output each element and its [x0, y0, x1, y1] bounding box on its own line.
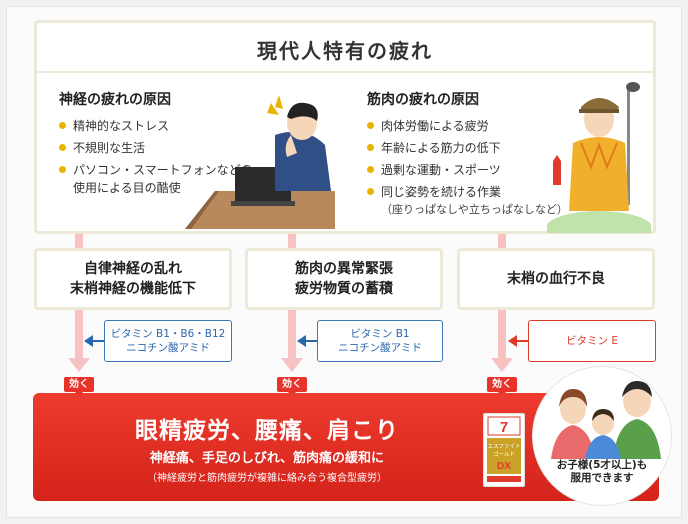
product-name: DX — [497, 461, 511, 472]
product-package-icon: 7 エスファイト ゴールド DX — [487, 416, 521, 482]
list-item: 不規則な生活 — [59, 139, 299, 157]
product-package: 7 エスファイト ゴールド DX — [483, 413, 525, 487]
down-arrow-icon — [68, 358, 90, 372]
box-line: 疲労物質の蓄積 — [295, 281, 393, 297]
vitamin-line: ビタミン B1 — [350, 328, 410, 340]
list-item: 年齢による筋力の低下 — [367, 139, 587, 157]
arrow-left-icon — [84, 335, 93, 347]
family-line: お子様(5才以上)も — [556, 459, 648, 471]
arrow-line — [516, 340, 528, 342]
family-line: 服用できます — [570, 472, 634, 484]
muscle-causes-title: 筋肉の疲れの原因 — [367, 92, 479, 108]
product-name: ゴールド — [493, 450, 515, 458]
box-line: 末梢神経の機能低下 — [70, 281, 196, 297]
muscle-effect-box: 筋肉の異常緊張 疲労物質の蓄積 — [245, 248, 443, 310]
list-item: 肉体労働による疲労 — [367, 117, 587, 135]
down-arrow-icon — [281, 358, 303, 372]
effect-label: 効く — [277, 377, 307, 397]
product-number: 7 — [500, 419, 508, 436]
connector — [75, 234, 83, 248]
vitamin-line: ビタミン E — [566, 335, 618, 347]
arrow-line — [92, 340, 104, 342]
list-item: パソコン・スマートフォンなどの — [59, 161, 299, 179]
arrow-line — [305, 340, 317, 342]
nerve-item-continued: 使用による目の酷使 — [73, 181, 181, 195]
connector — [498, 310, 506, 360]
causes-panel: 現代人特有の疲れ 神経の疲れの原因 精神的なストレス 不規則な生活 パソコン・ス… — [34, 20, 656, 234]
list-item: 精神的なストレス — [59, 117, 299, 135]
down-arrow-icon — [491, 358, 513, 372]
vitamin-box-circulation: ビタミン E — [528, 320, 656, 362]
muscle-causes-note: （座りっぱなしや立ちっぱなしなど） — [381, 203, 568, 216]
arrow-left-icon — [297, 335, 306, 347]
list-item: 同じ姿勢を続ける作業 — [367, 183, 587, 201]
effect-label: 効く — [64, 377, 94, 397]
page-title: 現代人特有の疲れ — [257, 39, 433, 63]
nerve-causes-title: 神経の疲れの原因 — [59, 92, 171, 108]
connector — [288, 234, 296, 248]
family-text: お子様(5才以上)も 服用できます — [533, 459, 671, 485]
connector — [288, 310, 296, 360]
connector — [75, 310, 83, 360]
tired-office-worker-illustration — [185, 95, 335, 229]
result-sub-text: 神経痛、手足のしびれ、筋肉痛の緩和に — [149, 451, 385, 466]
vitamin-line: ビタミン B1・B6・B12 — [110, 328, 226, 340]
box-line: 筋肉の異常緊張 — [295, 261, 393, 277]
box-line: 自律神経の乱れ — [84, 261, 182, 277]
effect-label: 効く — [487, 377, 517, 397]
nerve-causes: 神経の疲れの原因 精神的なストレス 不規則な生活 パソコン・スマートフォンなどの… — [59, 89, 299, 197]
arrow-left-icon — [508, 335, 517, 347]
vitamin-box-nerve: ビタミン B1・B6・B12 ニコチン酸アミド — [104, 320, 232, 362]
vitamin-box-muscle: ビタミン B1 ニコチン酸アミド — [317, 320, 443, 362]
list-item: 過剰な運動・スポーツ — [367, 161, 587, 179]
family-illustration — [551, 381, 661, 459]
connector — [498, 234, 506, 248]
result-main-text: 眼精疲労、腰痛、肩こり — [135, 418, 399, 444]
vitamin-line: ニコチン酸アミド — [126, 342, 210, 354]
product-name: エスファイト — [487, 443, 520, 450]
vitamin-line: ニコチン酸アミド — [338, 342, 422, 354]
muscle-causes: 筋肉の疲れの原因 肉体労働による疲労 年齢による筋力の低下 過剰な運動・スポーツ… — [367, 89, 587, 217]
circulation-effect-box: 末梢の血行不良 — [457, 248, 655, 310]
tired-golfer-illustration — [547, 82, 651, 233]
title-divider — [37, 71, 653, 73]
nerve-effect-box: 自律神経の乱れ 末梢神経の機能低下 — [34, 248, 232, 310]
result-note-text: （神経疲労と筋肉疲労が複雑に絡み合う複合型疲労） — [147, 473, 387, 484]
family-badge: お子様(5才以上)も 服用できます — [532, 366, 672, 506]
box-line: 末梢の血行不良 — [507, 271, 605, 287]
